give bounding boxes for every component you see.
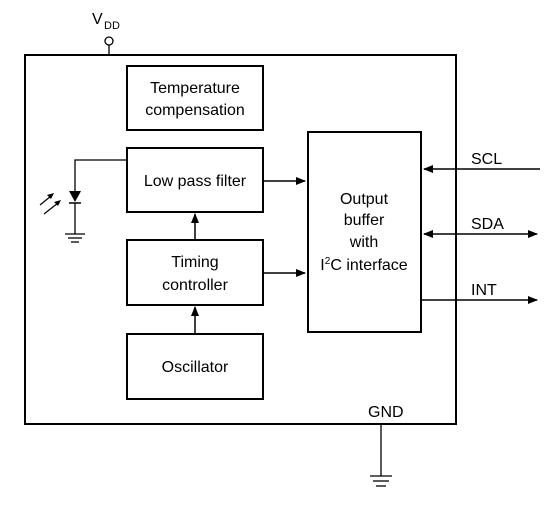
vdd-terminal: V DD	[92, 11, 120, 55]
i2c-interface-label: I2C interface	[320, 256, 407, 274]
low-pass-filter-block: Low pass filter	[126, 147, 264, 213]
gnd-terminal: GND	[368, 404, 404, 487]
vdd-subscript: DD	[104, 20, 120, 32]
vdd-terminal-icon	[104, 36, 114, 46]
temperature-compensation-block: Temperature compensation	[126, 65, 264, 131]
timing-controller-block: Timing controller	[126, 239, 264, 306]
oscillator-block: Oscillator	[126, 333, 264, 400]
gnd-label: GND	[368, 404, 404, 421]
output-label: Output	[340, 191, 389, 208]
int-pin: INT	[421, 282, 538, 304]
sda-label: SDA	[471, 216, 504, 233]
chip-outline	[24, 54, 457, 425]
ground-icon	[65, 233, 85, 243]
compensation-label: compensation	[145, 102, 245, 119]
output-buffer-block: Output buffer with I2C interface	[307, 131, 422, 333]
buffer-label: buffer	[344, 212, 385, 229]
int-label: INT	[471, 282, 497, 299]
timing-label: Timing	[171, 254, 218, 271]
ground-icon	[370, 475, 392, 487]
sda-pin: SDA	[423, 216, 538, 238]
with-label: with	[349, 234, 378, 251]
light-rays-icon	[39, 193, 61, 215]
controller-label: controller	[162, 277, 228, 294]
temperature-label: Temperature	[150, 80, 240, 97]
vdd-label: V	[92, 11, 103, 28]
low-pass-filter-label: Low pass filter	[144, 173, 247, 190]
scl-label: SCL	[471, 151, 502, 168]
oscillator-label: Oscillator	[162, 359, 229, 376]
scl-pin: SCL	[423, 151, 540, 173]
photodiode-icon	[39, 159, 127, 243]
